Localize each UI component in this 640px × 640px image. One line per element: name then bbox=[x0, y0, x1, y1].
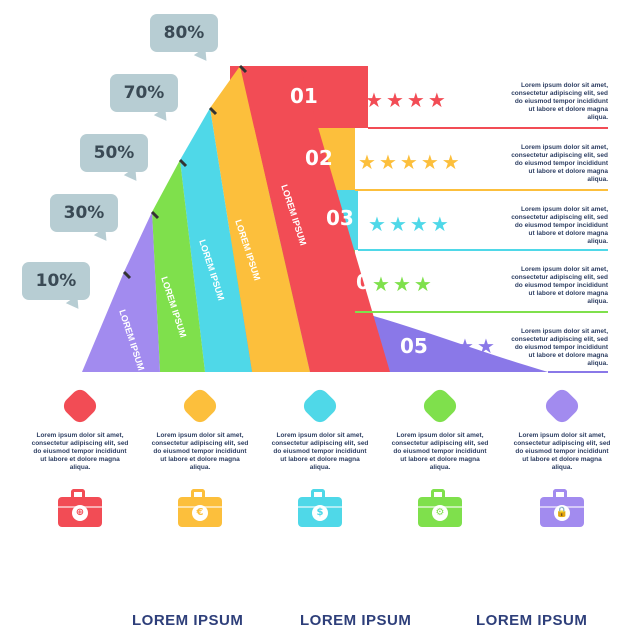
card-description: Lorem ipsum dolor sit amet, consectetur … bbox=[391, 432, 489, 471]
percent-bubble-3: 50% bbox=[80, 134, 148, 185]
card-description: Lorem ipsum dolor sit amet, consectetur … bbox=[513, 432, 611, 471]
card-description: Lorem ipsum dolor sit amet, consectetur … bbox=[151, 432, 249, 471]
globe-icon: ⊕ bbox=[72, 505, 88, 521]
star-icon: ★ bbox=[420, 150, 442, 174]
info-card-5: Lorem ipsum dolor sit amet, consectetur … bbox=[512, 386, 612, 472]
percent-value: 30% bbox=[63, 203, 105, 223]
color-marker bbox=[542, 386, 582, 426]
footer-label-2: LOREM IPSUM bbox=[300, 612, 412, 629]
band-fold-4 bbox=[150, 210, 160, 220]
step-description-4: Lorem ipsum dolor sit amet, consectetur … bbox=[511, 266, 608, 305]
star-rating-4: ★★★ bbox=[372, 274, 435, 294]
step-divider-3 bbox=[358, 249, 608, 251]
pyramid-band-4 bbox=[152, 160, 205, 372]
step-description-1: Lorem ipsum dolor sit amet, consectetur … bbox=[511, 82, 608, 121]
percent-value: 70% bbox=[123, 83, 165, 103]
step-description-3: Lorem ipsum dolor sit amet, consectetur … bbox=[511, 206, 608, 245]
dollar-icon: $ bbox=[312, 505, 328, 521]
pyramid-band-1 bbox=[240, 66, 390, 372]
briefcase-icon: ⚙ bbox=[418, 489, 462, 527]
band-fold-1 bbox=[238, 64, 248, 74]
percent-bubble-1: 80% bbox=[150, 14, 218, 65]
step-number-3: 03 bbox=[326, 206, 354, 230]
star-icon: ★ bbox=[430, 212, 452, 236]
star-icon: ★ bbox=[378, 150, 400, 174]
step-number-1: 01 bbox=[290, 84, 318, 108]
step-divider-2 bbox=[355, 189, 608, 191]
star-icon: ★ bbox=[476, 334, 498, 358]
star-icon: ★ bbox=[413, 272, 435, 296]
star-icon: ★ bbox=[409, 212, 431, 236]
star-icon: ★ bbox=[372, 272, 393, 296]
pyramid-band-3 bbox=[180, 108, 252, 372]
pyramid-diagram bbox=[82, 64, 548, 372]
gear-icon: ⚙ bbox=[432, 505, 448, 521]
percent-value: 80% bbox=[163, 23, 205, 43]
briefcase-icon: 🔒 bbox=[540, 489, 584, 527]
briefcase-handle bbox=[553, 489, 567, 497]
step-divider-5 bbox=[548, 371, 608, 373]
briefcase-handle bbox=[191, 489, 205, 497]
star-rating-1: ★★★★ bbox=[365, 90, 449, 110]
footer-label-1: LOREM IPSUM bbox=[132, 612, 244, 629]
briefcase-handle bbox=[311, 489, 325, 497]
card-description: Lorem ipsum dolor sit amet, consectetur … bbox=[271, 432, 369, 471]
step-description-2: Lorem ipsum dolor sit amet, consectetur … bbox=[511, 144, 608, 183]
band-fold-5 bbox=[122, 270, 132, 280]
briefcase-icon: ⊕ bbox=[58, 489, 102, 527]
percent-value: 50% bbox=[93, 143, 135, 163]
star-icon: ★ bbox=[388, 212, 410, 236]
lock-icon: 🔒 bbox=[554, 505, 570, 521]
briefcase-icon: € bbox=[178, 489, 222, 527]
star-rating-3: ★★★★ bbox=[368, 214, 452, 234]
band-fold-3 bbox=[178, 158, 188, 168]
star-icon: ★ bbox=[392, 272, 414, 296]
info-card-3: Lorem ipsum dolor sit amet, consectetur … bbox=[270, 386, 370, 472]
color-marker bbox=[420, 386, 460, 426]
step-number-2: 02 bbox=[305, 146, 333, 170]
star-icon: ★ bbox=[368, 212, 389, 236]
info-card-1: Lorem ipsum dolor sit amet, consectetur … bbox=[30, 386, 130, 472]
pyramid-band-5 bbox=[82, 212, 160, 372]
color-marker bbox=[300, 386, 340, 426]
star-icon: ★ bbox=[406, 88, 428, 112]
percent-bubble-4: 30% bbox=[50, 194, 118, 245]
step-number-5: 05 bbox=[400, 334, 428, 358]
color-marker bbox=[60, 386, 100, 426]
star-icon: ★ bbox=[365, 88, 386, 112]
percent-bubble-5: 10% bbox=[22, 262, 90, 313]
step-description-5: Lorem ipsum dolor sit amet, consectetur … bbox=[511, 328, 608, 367]
star-icon: ★ bbox=[399, 150, 421, 174]
star-icon: ★ bbox=[441, 150, 463, 174]
pyramid-band-2 bbox=[210, 66, 310, 372]
star-rating-5: ★★ bbox=[456, 336, 498, 356]
star-icon: ★ bbox=[456, 334, 477, 358]
step-number-4: 04 bbox=[356, 270, 384, 294]
star-icon: ★ bbox=[358, 150, 379, 174]
percent-bubble-2: 70% bbox=[110, 74, 178, 125]
coin-icon: € bbox=[192, 505, 208, 521]
footer-label-3: LOREM IPSUM bbox=[476, 612, 588, 629]
band-fold-2 bbox=[208, 106, 218, 116]
star-icon: ★ bbox=[385, 88, 407, 112]
briefcase-handle bbox=[431, 489, 445, 497]
briefcase-handle bbox=[71, 489, 85, 497]
briefcase-icon: $ bbox=[298, 489, 342, 527]
info-card-2: Lorem ipsum dolor sit amet, consectetur … bbox=[150, 386, 250, 472]
step-divider-4 bbox=[355, 311, 608, 313]
percent-value: 10% bbox=[35, 271, 77, 291]
info-card-4: Lorem ipsum dolor sit amet, consectetur … bbox=[390, 386, 490, 472]
step-divider-1 bbox=[368, 127, 608, 129]
star-icon: ★ bbox=[427, 88, 449, 112]
color-marker bbox=[180, 386, 220, 426]
star-rating-2: ★★★★★ bbox=[358, 152, 463, 172]
card-description: Lorem ipsum dolor sit amet, consectetur … bbox=[31, 432, 129, 471]
